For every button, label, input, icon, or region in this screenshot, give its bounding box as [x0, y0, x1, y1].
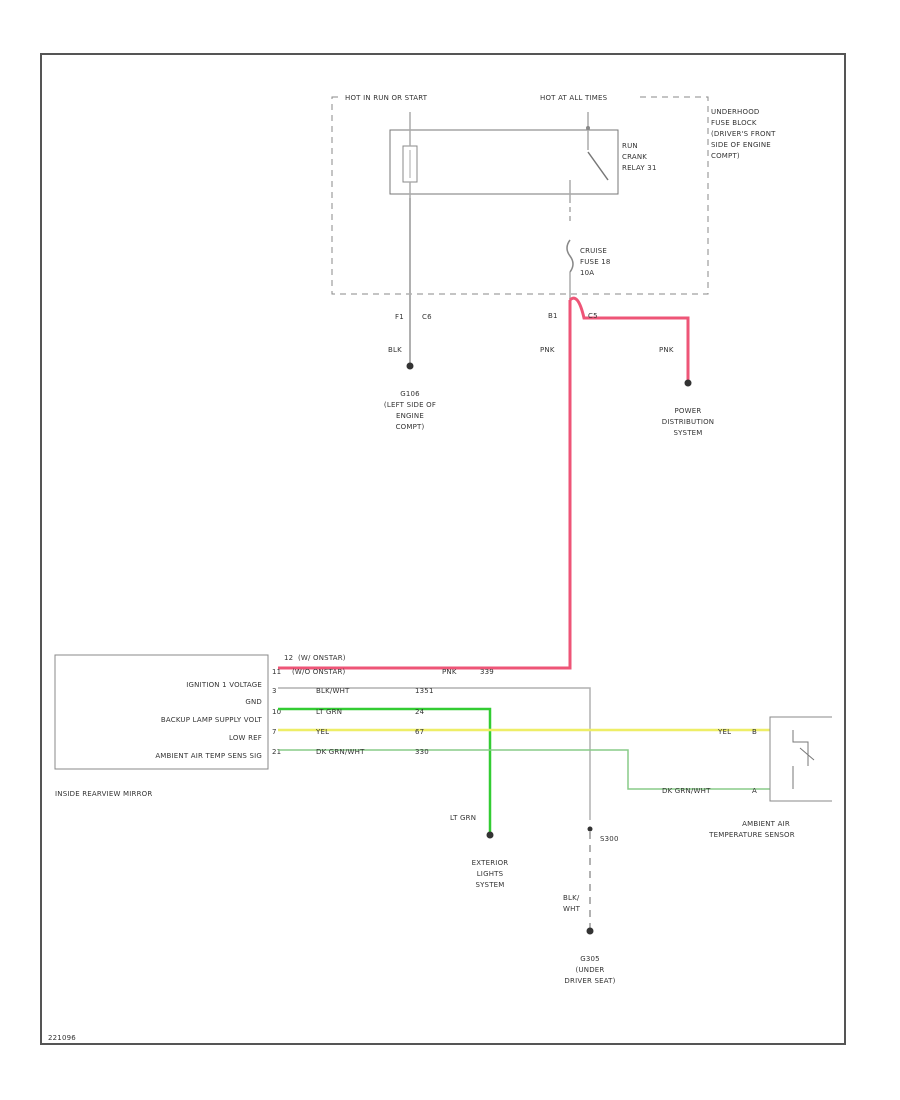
- sensor-name-line-2: TEMPERATURE SENSOR: [708, 831, 795, 839]
- fuse-out-pin-left-label: B1: [548, 312, 558, 320]
- exterior-lights-branch: LT GRN EXTERIOR LIGHTS SYSTEM: [450, 814, 508, 889]
- fuse-block-top-label-bg: [340, 91, 640, 103]
- mirror-wire-2-circuit: 1351: [415, 687, 434, 695]
- sensor-pin-top-label: B: [752, 728, 757, 736]
- pnk-wire-to-power-dist: [568, 296, 690, 380]
- sensor-wire-top-label: YEL: [717, 728, 731, 736]
- g305-label-line-3: DRIVER SEAT): [564, 977, 615, 985]
- g106-label-line-1: G106: [400, 390, 420, 398]
- sensor-housing: [769, 716, 832, 802]
- fuse-block-outline: [331, 96, 709, 295]
- pnk-wire-color-left-label: PNK: [540, 346, 555, 354]
- sensor-name-line-1: AMBIENT AIR: [742, 820, 790, 828]
- exterior-lights-line-1: EXTERIOR: [472, 859, 509, 867]
- mirror-name-label: INSIDE REARVIEW MIRROR: [55, 790, 152, 798]
- mirror-pin-4: 7: [272, 728, 277, 736]
- fuse-block-hot-run-start-label: HOT IN RUN OR START: [345, 94, 428, 102]
- s300-splice: [587, 826, 593, 832]
- fuse-block-name-line-5: COMPT): [711, 152, 740, 160]
- inside-rearview-mirror: IGNITION 1 VOLTAGE GND BACKUP LAMP SUPPL…: [54, 654, 770, 832]
- exterior-lights-line-3: SYSTEM: [475, 881, 504, 889]
- pnk-wire-to-mirror: [278, 300, 572, 670]
- mirror-row-backup-lamp: BACKUP LAMP SUPPLY VOLT: [161, 716, 263, 724]
- mirror-pin-1: 11: [272, 668, 281, 676]
- mirror-wire-4-main: YEL: [315, 728, 329, 736]
- g106-label-line-3: ENGINE: [396, 412, 424, 420]
- thermistor-symbol: [792, 730, 815, 789]
- run-crank-relay-box: [389, 129, 619, 195]
- mirror-wire-1-circuit: 339: [480, 668, 494, 676]
- underhood-fuse-block: HOT IN RUN OR START HOT AT ALL TIMES UND…: [331, 91, 776, 300]
- pink-feed-circuit: B1 C5 PNK PNK POWER DISTRIBUTION SYSTEM: [278, 296, 715, 670]
- ground-g305-branch: S300 BLK/ WHT G305 (UNDER DRIVER SEAT): [563, 826, 619, 985]
- fuse-label-line-1: CRUISE: [580, 247, 607, 255]
- g305-label-line-1: G305: [580, 955, 600, 963]
- sensor-pin-bottom-label: A: [752, 787, 757, 795]
- power-distribution-line-3: SYSTEM: [673, 429, 702, 437]
- s300-splice-label: S300: [600, 835, 619, 843]
- mirror-wire-3-main: LT GRN: [316, 708, 342, 716]
- mirror-row-ignition: IGNITION 1 VOLTAGE: [186, 681, 262, 689]
- fuse-block-name-line-4: SIDE OF ENGINE: [711, 141, 771, 149]
- fuse-block-name-line-1: UNDERHOOD: [711, 108, 760, 116]
- g305-label-line-2: (UNDER: [576, 966, 605, 974]
- pnk-wire-color-right-label: PNK: [659, 346, 674, 354]
- blk-wht-wire-s300: [278, 687, 591, 820]
- fuse-block-name-line-2: FUSE BLOCK: [711, 119, 757, 127]
- g305-wire-line-2: WHT: [563, 905, 581, 913]
- g106-connector-label: C6: [422, 313, 432, 321]
- mirror-row-gnd: GND: [245, 698, 262, 706]
- fuse-label-line-2: FUSE 18: [580, 258, 611, 266]
- mirror-wire-5-main: DK GRN/WHT: [316, 748, 365, 756]
- g106-wire-color-label: BLK: [388, 346, 402, 354]
- mirror-header-note: (W/ ONSTAR): [298, 654, 346, 662]
- ground-g106-branch: F1 C6 BLK G106 (LEFT SIDE OF ENGINE COMP…: [384, 198, 436, 431]
- power-distribution-terminal: [684, 379, 692, 387]
- fuse-element: [566, 239, 574, 273]
- fuse-block-name-line-3: (DRIVER'S FRONT: [711, 130, 776, 138]
- fuse-label-line-3: 10A: [580, 269, 594, 277]
- mirror-wire-3-circuit: 24: [415, 708, 425, 716]
- fuse-block-hot-all-times-label: HOT AT ALL TIMES: [540, 94, 608, 102]
- mirror-row-ambient: AMBIENT AIR TEMP SENS SIG: [155, 752, 262, 760]
- relay-label-line-1: RUN: [622, 142, 638, 150]
- mirror-wire-1-color: PNK: [442, 668, 457, 676]
- mirror-pin-5: 21: [272, 748, 281, 756]
- relay-label-line-3: RELAY 31: [622, 164, 657, 172]
- g305-wire-line-1: BLK/: [563, 894, 580, 902]
- exterior-lights-terminal: [486, 831, 494, 839]
- exterior-lights-line-2: LIGHTS: [477, 870, 504, 878]
- mirror-header-pin: 12: [284, 654, 293, 662]
- mirror-wire-4-circuit: 67: [415, 728, 424, 736]
- dk-grn-wht-wire-sensor: [278, 749, 770, 790]
- g106-pin-label: F1: [395, 313, 404, 321]
- ambient-air-temperature-sensor: YEL B DK GRN/WHT A AMBIENT AIR TEMPERATU…: [662, 716, 832, 839]
- footer-code: 221096: [48, 1034, 76, 1042]
- g106-label-line-2: (LEFT SIDE OF: [384, 401, 436, 409]
- g106-label-line-4: COMPT): [396, 423, 425, 431]
- power-distribution-line-1: POWER: [675, 407, 702, 415]
- lt-grn-wire-exterior-lights: [278, 707, 492, 832]
- relay-switch-contact: [587, 151, 609, 181]
- mirror-wire-2-main: BLK/WHT: [316, 687, 350, 695]
- mirror-pin-2: 3: [272, 687, 277, 695]
- mirror-row-low-ref: LOW REF: [229, 734, 262, 742]
- mirror-pin-3: 10: [272, 708, 281, 716]
- relay-label-line-2: CRANK: [622, 153, 647, 161]
- relay-switch-pivot: [586, 126, 590, 130]
- power-distribution-line-2: DISTRIBUTION: [662, 418, 715, 426]
- g305-ground-terminal: [586, 927, 594, 935]
- fuse-out-pin-right-label: C5: [588, 312, 598, 320]
- exterior-lights-wire-label: LT GRN: [450, 814, 476, 822]
- g106-ground-terminal: [406, 362, 414, 370]
- diagram-frame: [40, 53, 846, 1045]
- mirror-wire-1-main: (W/O ONSTAR): [292, 668, 346, 676]
- mirror-module-box: [54, 654, 269, 770]
- mirror-wire-5-circuit: 330: [415, 748, 429, 756]
- sensor-wire-bottom-label: DK GRN/WHT: [662, 787, 711, 795]
